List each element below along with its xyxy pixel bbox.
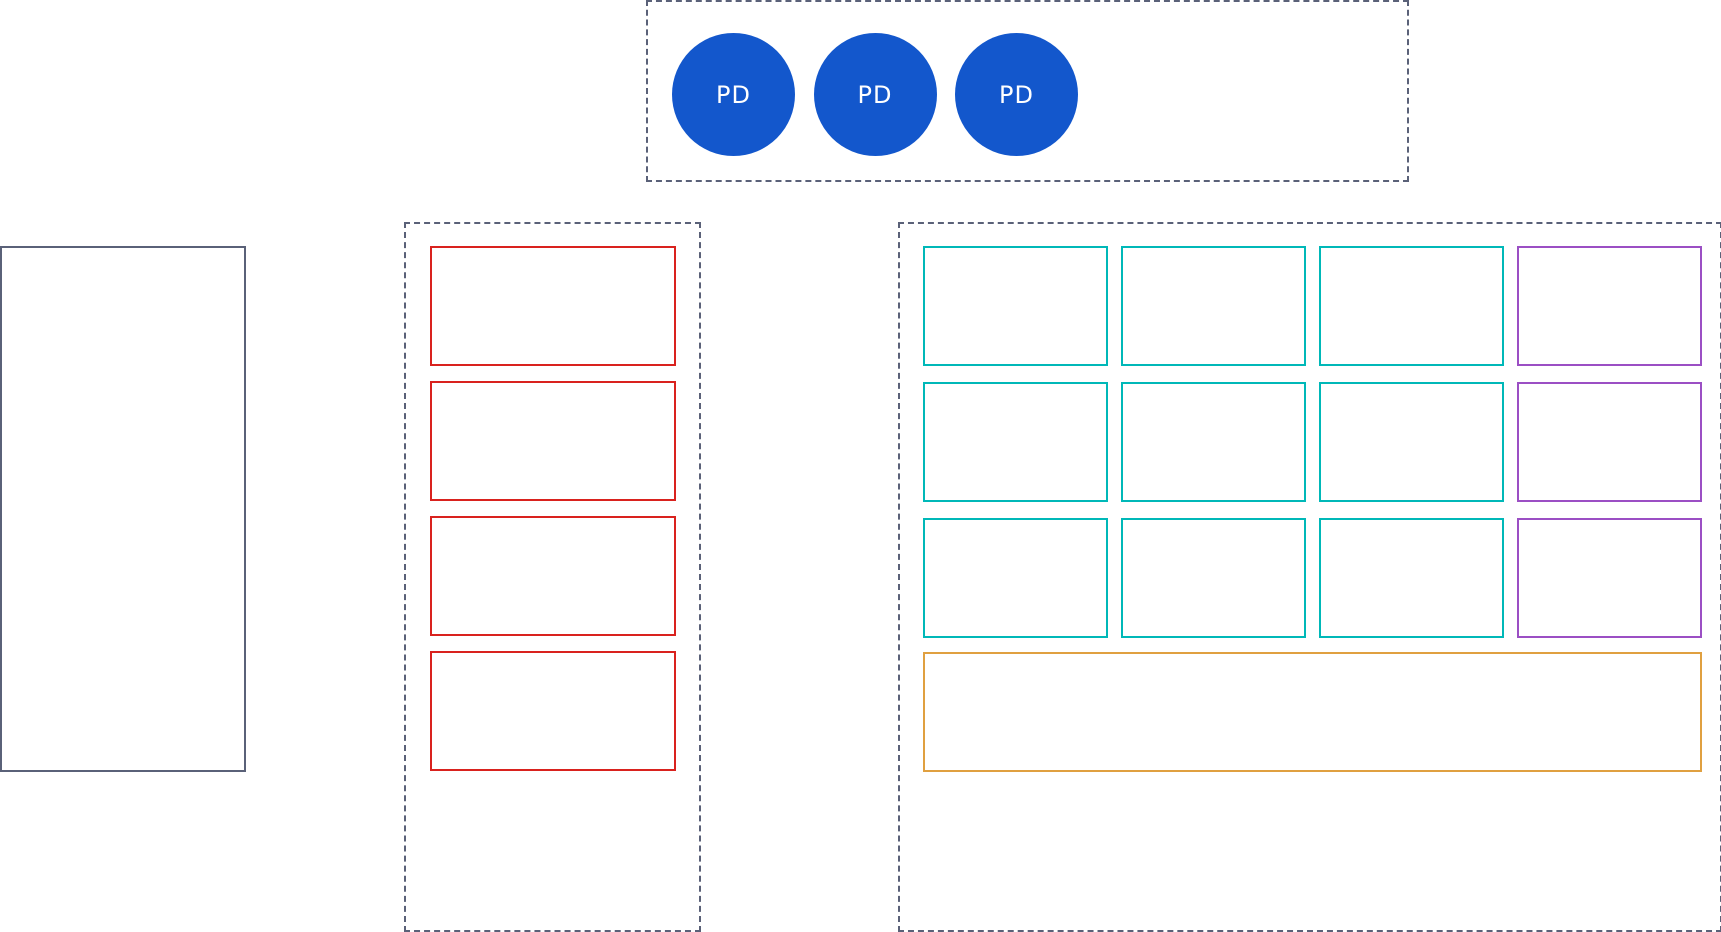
purple-box: [1517, 246, 1702, 366]
left-block: [0, 246, 246, 772]
teal-box: [1319, 382, 1504, 502]
purple-box: [1517, 518, 1702, 638]
pd-node: PD: [955, 33, 1078, 156]
teal-box: [923, 382, 1108, 502]
red-box: [430, 516, 676, 636]
teal-box: [1121, 518, 1306, 638]
pd-node-label: PD: [857, 80, 893, 109]
red-box: [430, 246, 676, 366]
footer-box: [923, 652, 1702, 772]
teal-box: [923, 246, 1108, 366]
pd-node-label: PD: [716, 80, 751, 109]
teal-box: [1121, 246, 1306, 366]
pd-node: PD: [813, 33, 937, 156]
teal-box: [1319, 246, 1504, 366]
teal-box: [1121, 382, 1306, 502]
red-box: [430, 381, 676, 501]
pd-group-container: [646, 0, 1409, 182]
teal-box: [923, 518, 1108, 638]
teal-box: [1319, 518, 1504, 638]
pd-node-label: PD: [999, 80, 1034, 109]
pd-node: PD: [672, 33, 795, 156]
red-box: [430, 651, 676, 771]
purple-box: [1517, 382, 1702, 502]
